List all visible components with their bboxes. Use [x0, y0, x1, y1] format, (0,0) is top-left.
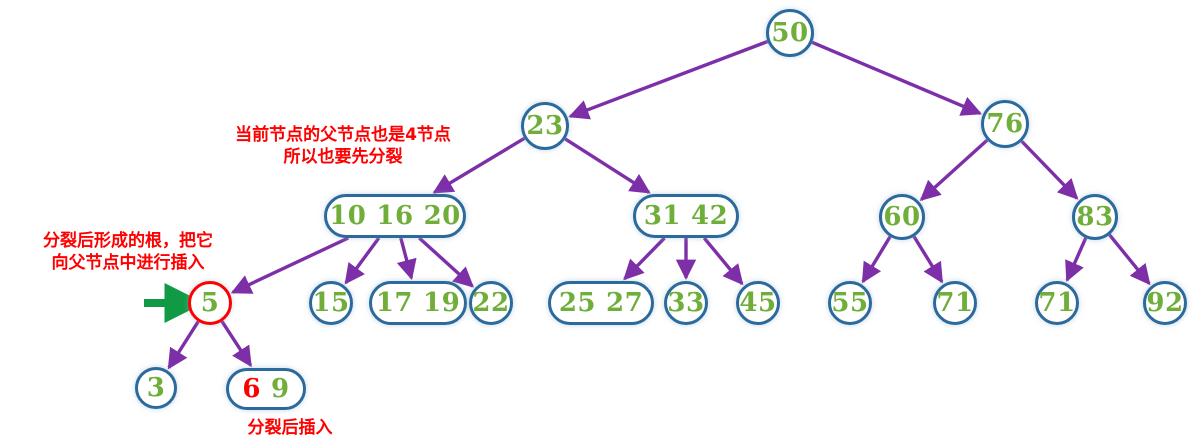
- tree-node-55: 55: [828, 281, 872, 325]
- node-keys: 60: [883, 204, 920, 230]
- annotation-a-parent-split: 当前节点的父节点也是4节点 所以也要先分裂: [235, 124, 451, 167]
- node-key: 60: [883, 202, 921, 232]
- node-key: 16: [376, 201, 414, 231]
- edge-23-to-101620: [432, 136, 526, 194]
- edge-101620-to-22: [418, 236, 474, 288]
- node-keys: 71: [936, 290, 973, 316]
- tree-node-22: 22: [469, 281, 513, 325]
- node-key: 10: [329, 201, 367, 231]
- edge-76-to-83: [1020, 140, 1079, 200]
- node-keys: 23: [526, 113, 563, 139]
- node-key: 27: [606, 288, 644, 318]
- tree-node-33: 33: [664, 281, 708, 325]
- node-keys: 83: [1076, 204, 1113, 230]
- tree-node-45: 45: [736, 281, 780, 325]
- edge-101620-to-15: [344, 236, 381, 285]
- node-key: 19: [423, 288, 461, 318]
- tree-node-76: 76: [981, 100, 1029, 148]
- node-key: 76: [986, 109, 1024, 139]
- tree-edges: [167, 39, 1151, 370]
- node-key: 50: [771, 18, 809, 48]
- tree-node-25-27: 25 27: [548, 281, 654, 325]
- edge-101620-to-5: [230, 236, 349, 294]
- node-keys: 5: [201, 290, 220, 316]
- tree-node-15: 15: [309, 281, 353, 325]
- node-keys: 31 42: [644, 203, 728, 229]
- edge-5-to-69: [220, 320, 253, 368]
- edge-3142-to-2527: [623, 236, 666, 281]
- node-key: 42: [691, 201, 729, 231]
- node-key: 83: [1076, 202, 1114, 232]
- node-key: 71: [1038, 288, 1076, 318]
- tree-node-71: 71: [1035, 281, 1079, 325]
- node-key: 33: [667, 288, 705, 318]
- node-key: 15: [312, 288, 350, 318]
- node-key: 20: [423, 201, 461, 231]
- node-key: 6: [242, 374, 261, 404]
- edge-101620-to-1719: [396, 237, 417, 281]
- node-key: 92: [1146, 288, 1184, 318]
- annotation-a-new-root: 分裂后形成的根，把它 向父节点中进行插入: [43, 230, 213, 273]
- node-keys: 92: [1146, 290, 1183, 316]
- node-key: 5: [200, 288, 220, 318]
- tree-node-3: 3: [135, 367, 177, 409]
- edge-50-to-23: [568, 39, 769, 120]
- edge-3142-to-45: [702, 236, 744, 286]
- edge-60-to-55: [861, 235, 892, 284]
- node-key: 31: [643, 201, 681, 231]
- node-keys: 3: [147, 375, 166, 401]
- tree-node-5: 5: [188, 281, 232, 325]
- node-key: 23: [526, 111, 564, 141]
- node-keys: 15: [312, 290, 349, 316]
- node-keys: 45: [739, 290, 776, 316]
- node-keys: 22: [472, 290, 509, 316]
- tree-node-83: 83: [1072, 194, 1118, 240]
- node-key: 3: [146, 373, 166, 403]
- tree-node-10-16-20: 10 16 20: [324, 194, 466, 238]
- edge-60-to-71: [912, 235, 944, 284]
- node-key: 17: [375, 288, 413, 318]
- tree-node-92: 92: [1143, 281, 1187, 325]
- tree-node-60: 60: [879, 194, 925, 240]
- tree-node-23: 23: [521, 102, 569, 150]
- node-key: 71: [936, 288, 974, 318]
- edge-5-to-3: [167, 320, 200, 370]
- node-keys: 25 27: [559, 290, 643, 316]
- node-key: 9: [271, 374, 290, 404]
- tree-node-50: 50: [766, 9, 814, 57]
- annotation-a-after-split: 分裂后插入: [247, 417, 333, 438]
- node-keys: 33: [667, 290, 704, 316]
- node-key: 55: [831, 288, 869, 318]
- node-keys: 55: [831, 290, 868, 316]
- edge-83-to-71: [1065, 237, 1088, 282]
- edge-50-to-76: [811, 40, 983, 116]
- node-keys: 10 16 20: [329, 203, 461, 229]
- node-key: 25: [558, 288, 596, 318]
- tree-node-31-42: 31 42: [633, 194, 739, 238]
- edge-83-to-92: [1108, 233, 1151, 286]
- node-keys: 50: [771, 20, 808, 46]
- node-keys: 76: [986, 111, 1023, 137]
- node-key: 22: [472, 288, 510, 318]
- edge-23-to-3142: [564, 137, 651, 194]
- edge-76-to-60: [919, 138, 989, 201]
- node-keys: 71: [1038, 290, 1075, 316]
- node-key: 45: [739, 288, 777, 318]
- tree-node-71: 71: [933, 281, 977, 325]
